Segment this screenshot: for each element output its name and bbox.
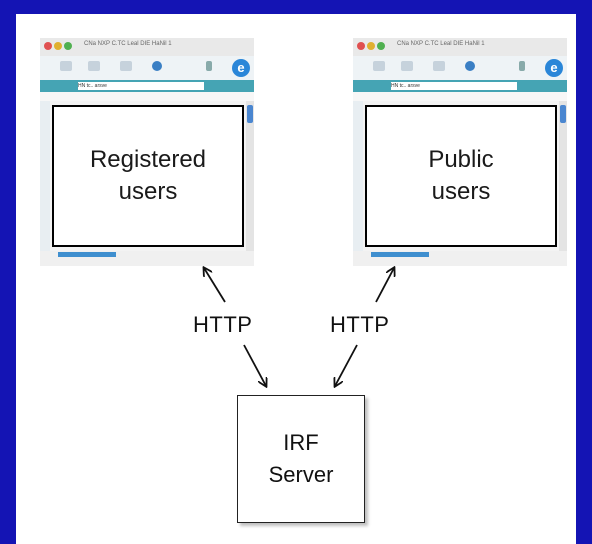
status-progress [58,252,116,257]
refresh-icon [465,61,475,71]
status-bar [40,251,254,266]
public-users-browser: CNa NXP C.TC Leal DIE HaNil 1 e HN tc.. … [353,38,567,266]
browser-toolbar: e [40,56,254,80]
address-bar: HN tc.. arsve [40,80,254,92]
browser-toolbar: e [353,56,567,80]
address-field: HN tc.. arsve [78,82,204,90]
stop-icon [120,61,132,71]
browser-sidebar [353,101,363,251]
arrow-icon [206,61,212,71]
stop-icon [433,61,445,71]
favorites-bar [40,92,254,101]
registered-users-browser: CNa NXP C.TC Leal DIE HaNil 1 e HN tc.. … [40,38,254,266]
browser-logo-icon: e [545,59,563,77]
arrow-icon [519,61,525,71]
irf-server-label: IRF Server [268,430,334,487]
back-icon [60,61,72,71]
scrollbar [246,101,254,251]
back-icon [373,61,385,71]
http-label-left: HTTP [193,312,253,337]
forward-icon [401,61,413,71]
window-titlebar: CNa NXP C.TC Leal DIE HaNil 1 [353,38,567,56]
scrollbar-thumb [560,105,566,123]
refresh-icon [152,61,162,71]
scrollbar [559,101,567,251]
registered-users-label: Registered users [89,146,207,205]
browser-sidebar [40,101,50,251]
maximize-icon [377,42,385,50]
close-icon [357,42,365,50]
address-bar: HN tc.. arsve [353,80,567,92]
registered-users-box: Registered users [52,105,244,247]
browser-logo-icon: e [232,59,250,77]
irf-server-box: IRF Server [237,395,365,523]
public-users-label: Public users [428,146,494,205]
maximize-icon [64,42,72,50]
minimize-icon [54,42,62,50]
forward-icon [88,61,100,71]
address-field: HN tc.. arsve [391,82,517,90]
window-titlebar: CNa NXP C.TC Leal DIE HaNil 1 [40,38,254,56]
window-title: CNa NXP C.TC Leal DIE HaNil 1 [397,41,485,47]
scrollbar-thumb [247,105,253,123]
status-progress [371,252,429,257]
window-title: CNa NXP C.TC Leal DIE HaNil 1 [84,41,172,47]
close-icon [44,42,52,50]
minimize-icon [367,42,375,50]
http-label-right: HTTP [330,312,390,337]
status-bar [353,251,567,266]
public-users-box: Public users [365,105,557,247]
favorites-bar [353,92,567,101]
